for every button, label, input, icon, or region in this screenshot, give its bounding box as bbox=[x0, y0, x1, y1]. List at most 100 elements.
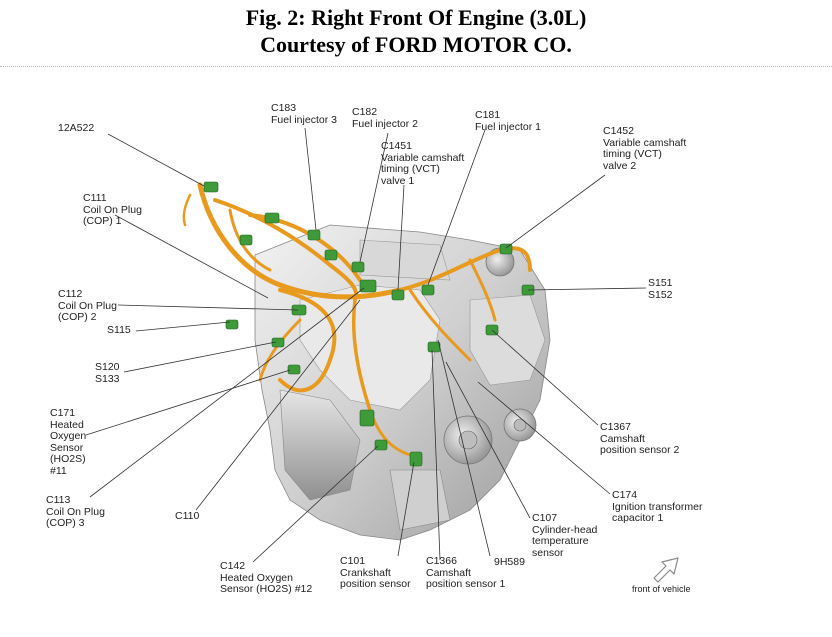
leader-c174 bbox=[477, 381, 611, 495]
label-c142-line-3: Sensor (HO2S) #12 bbox=[220, 583, 313, 595]
label-c110: C110 bbox=[175, 510, 200, 523]
connector-c1452 bbox=[499, 243, 513, 255]
label-c1367-line-3: position sensor 2 bbox=[600, 444, 680, 456]
front-of-vehicle-arrow-icon bbox=[653, 557, 679, 583]
label-c1451-line-3: timing (VCT) bbox=[381, 163, 440, 175]
label-c107-line-3: temperature bbox=[532, 535, 589, 547]
label-c1452-line-4: valve 2 bbox=[603, 159, 637, 172]
label-c171-line-4: Sensor bbox=[50, 441, 84, 454]
label-s115-line-1: S115 bbox=[107, 324, 131, 336]
figure-title: Fig. 2: Right Front Of Engine (3.0L) Cou… bbox=[0, 4, 832, 58]
leader-s115 bbox=[135, 321, 231, 332]
label-c113-line-3: (COP) 3 bbox=[46, 517, 85, 529]
label-s151-line-2: S152 bbox=[648, 288, 673, 301]
leader-c111 bbox=[114, 214, 269, 299]
label-c1452-line-3: timing (VCT) bbox=[603, 148, 662, 160]
label-c107-line-4: sensor bbox=[532, 546, 564, 559]
title-divider bbox=[0, 66, 832, 67]
label-c1451-line-4: valve 1 bbox=[381, 174, 415, 187]
leader-12a522 bbox=[107, 133, 205, 187]
label-c101-line-2: Crankshaft bbox=[340, 566, 391, 579]
connector-c182 bbox=[351, 261, 365, 273]
engine-block bbox=[254, 224, 551, 541]
leader-c1367 bbox=[491, 329, 599, 426]
label-c171-line-6: #11 bbox=[50, 464, 67, 477]
connector-c142 bbox=[374, 439, 388, 451]
leader-c113 bbox=[89, 287, 365, 498]
label-c1452-line-2: Variable camshaft bbox=[603, 136, 687, 149]
label-c110-line-1: C110 bbox=[175, 510, 200, 522]
leader-s151 bbox=[527, 287, 647, 291]
label-c181-line-1: C181 bbox=[475, 109, 501, 121]
label-c171-line-3: Oxygen bbox=[50, 430, 87, 442]
label-c174-line-2: Ignition transformer bbox=[612, 500, 703, 513]
connector-c111 bbox=[264, 212, 280, 224]
label-c1451-line-2: Variable camshaft bbox=[381, 151, 465, 164]
leader-c183 bbox=[304, 127, 317, 231]
leader-c181 bbox=[427, 129, 486, 286]
label-c171-line-1: C171 bbox=[50, 407, 76, 419]
leader-c1452 bbox=[505, 174, 606, 249]
wiring-harness bbox=[182, 182, 532, 457]
label-c142-line-2: Heated Oxygen bbox=[220, 571, 293, 584]
front-of-vehicle-label: front of vehicle bbox=[632, 584, 691, 594]
label-c112-line-1: C112 bbox=[58, 288, 83, 300]
label-c101-line-3: position sensor bbox=[340, 578, 411, 590]
label-c142-line-1: C142 bbox=[220, 560, 246, 572]
label-c182-line-1: C182 bbox=[352, 106, 378, 118]
leader-c171 bbox=[85, 369, 291, 436]
label-c183-line-2: Fuel injector 3 bbox=[271, 113, 337, 126]
label-c171-line-5: (HO2S) bbox=[50, 453, 86, 465]
label-c1367-line-2: Camshaft bbox=[600, 432, 645, 445]
leader-c112 bbox=[117, 304, 299, 311]
label-c182-line-2: Fuel injector 2 bbox=[352, 117, 418, 130]
label-c111-line-3: (COP) 1 bbox=[83, 215, 122, 227]
label-s115: S115 bbox=[107, 324, 131, 337]
leader-c107 bbox=[445, 361, 531, 519]
connector-c183 bbox=[307, 229, 321, 241]
label-c174-line-3: capacitor 1 bbox=[612, 512, 664, 524]
label-c113-line-2: Coil On Plug bbox=[46, 505, 105, 518]
leader-c101 bbox=[397, 461, 415, 557]
label-12a522: 12A522 bbox=[58, 122, 94, 135]
figure-title-line-1: Fig. 2: Right Front Of Engine (3.0L) bbox=[245, 5, 587, 30]
label-c113-line-1: C113 bbox=[46, 494, 71, 506]
label-c112-line-3: (COP) 2 bbox=[58, 311, 97, 323]
connector-c181 bbox=[421, 284, 435, 296]
leader-c110 bbox=[195, 299, 361, 511]
label-c171-line-2: Heated bbox=[50, 418, 84, 431]
label-c1451-line-1: C1451 bbox=[381, 140, 412, 152]
figure-title-line-2: Courtesy of FORD MOTOR CO. bbox=[260, 32, 572, 57]
label-c1366-line-2: Camshaft bbox=[426, 566, 471, 579]
label-c183-line-1: C183 bbox=[271, 102, 297, 114]
leader-9h589 bbox=[437, 339, 491, 557]
label-9h589-line-1: 9H589 bbox=[494, 556, 525, 568]
connector-s115 bbox=[225, 319, 239, 330]
label-c1367-line-1: C1367 bbox=[600, 421, 631, 433]
leader-c1366 bbox=[431, 349, 441, 561]
leader-lines bbox=[85, 127, 647, 563]
leader-s120 bbox=[123, 341, 277, 373]
label-c107-line-1: C107 bbox=[532, 512, 558, 524]
label-c181-line-2: Fuel injector 1 bbox=[475, 120, 541, 133]
connector-c110 bbox=[359, 409, 375, 427]
connector-c171 bbox=[287, 364, 301, 375]
label-s120-line-2: S133 bbox=[95, 372, 120, 385]
